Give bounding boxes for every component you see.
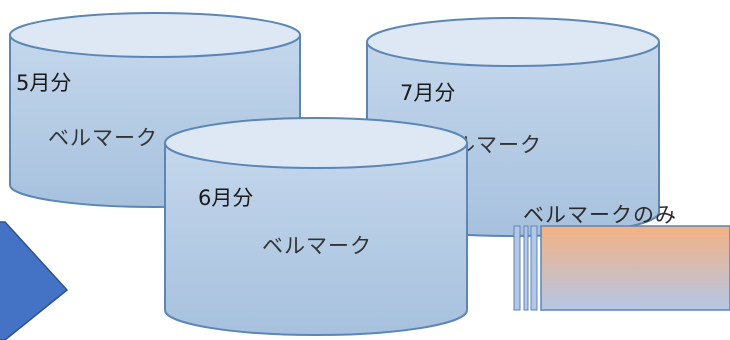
bellmark-only-bar: [513, 225, 730, 311]
bellmark-only-label: ベルマークのみ: [523, 203, 677, 227]
chevron-arrow-shape: [0, 221, 69, 340]
cylinder-june-body: [164, 142, 468, 336]
bar-stripe-3: [530, 225, 538, 311]
bar-gradient-block: [540, 225, 730, 311]
cylinder-july-top: [366, 17, 660, 67]
cylinder-june-bellmark-label: ベルマーク: [262, 234, 372, 258]
cylinder-july-month-label: 7月分: [400, 81, 455, 105]
cylinder-june-month-label: 6月分: [198, 186, 253, 210]
cylinder-may: 5月分 ベルマーク: [9, 12, 301, 208]
cylinder-may-bellmark-label: ベルマーク: [48, 126, 158, 150]
cylinder-june-top: [164, 117, 468, 169]
bar-stripe-2: [523, 225, 529, 311]
cylinder-may-top: [9, 12, 301, 58]
bar-stripe-1: [513, 225, 521, 311]
cylinder-may-month-label: 5月分: [16, 71, 71, 95]
cylinder-june: 6月分 ベルマーク: [164, 117, 468, 336]
